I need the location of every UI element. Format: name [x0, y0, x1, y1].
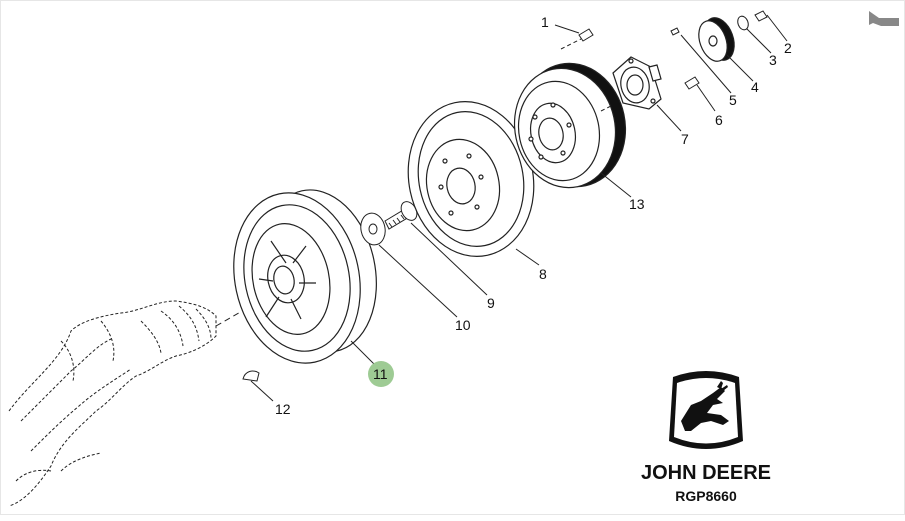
damper-pulley — [233, 189, 377, 364]
washer — [360, 212, 386, 246]
callout-labels: 1 2 3 4 5 6 7 8 9 10 11 12 13 — [275, 14, 792, 417]
callout-5[interactable]: 5 — [729, 92, 737, 108]
callout-9[interactable]: 9 — [487, 295, 495, 311]
callout-10[interactable]: 10 — [455, 317, 471, 333]
idler-wheel — [698, 17, 735, 62]
leaping-deer-icon — [681, 381, 729, 431]
pulley — [407, 101, 535, 257]
callout-4[interactable]: 4 — [751, 79, 759, 95]
callout-8[interactable]: 8 — [539, 266, 547, 282]
crankshaft-sketch — [8, 300, 217, 507]
hub-plate — [612, 56, 662, 110]
callout-3[interactable]: 3 — [769, 52, 777, 68]
drawing-id: RGP8660 — [675, 488, 737, 504]
callout-highlight — [368, 361, 394, 387]
callout-12[interactable]: 12 — [275, 401, 291, 417]
callout-2[interactable]: 2 — [784, 40, 792, 56]
woodruff-key — [242, 370, 260, 382]
john-deere-logo — [669, 371, 743, 449]
callout-6[interactable]: 6 — [715, 112, 723, 128]
drive-pulley — [513, 62, 627, 189]
brand-name: JOHN DEERE — [641, 462, 771, 484]
callout-1[interactable]: 1 — [541, 14, 549, 30]
callout-13[interactable]: 13 — [629, 196, 645, 212]
callout-7[interactable]: 7 — [681, 131, 689, 147]
leader-lines — [250, 14, 788, 402]
small-hardware — [578, 10, 768, 90]
callout-11[interactable]: 11 — [373, 366, 388, 382]
back-arrow-icon[interactable] — [869, 11, 899, 26]
